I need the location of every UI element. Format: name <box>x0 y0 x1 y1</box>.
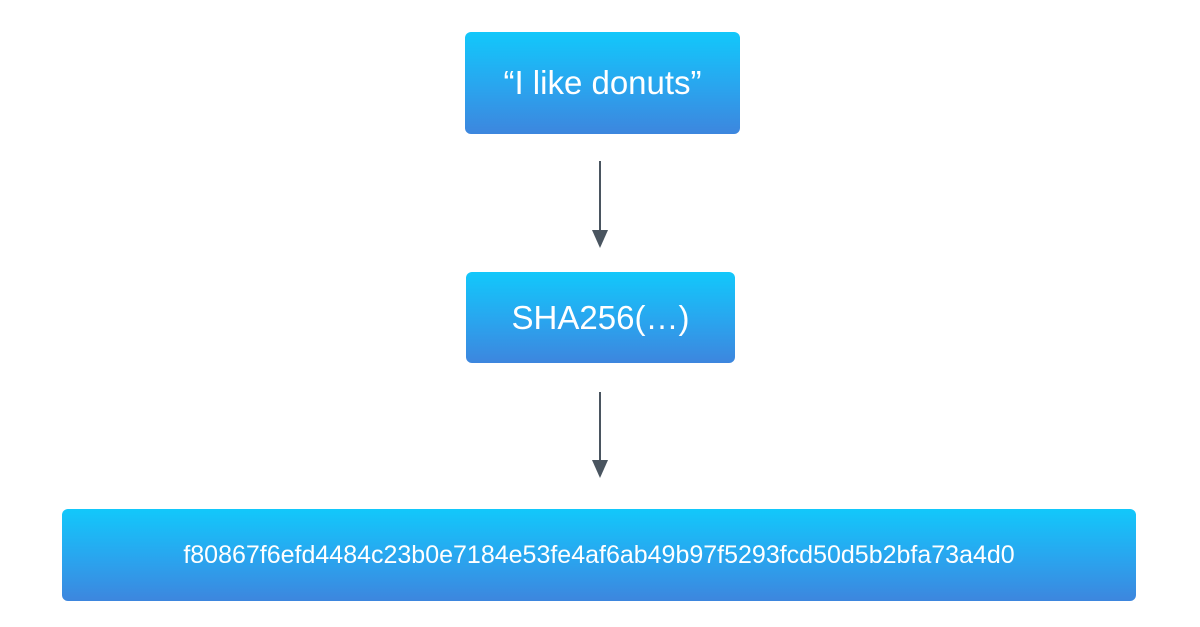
hash-function-box: SHA256(…) <box>466 272 735 363</box>
input-text-box: “I like donuts” <box>465 32 740 134</box>
down-arrow-icon <box>592 392 608 478</box>
input-text-label: “I like donuts” <box>503 64 702 101</box>
down-arrow-icon <box>592 161 608 248</box>
hash-function-label: SHA256(…) <box>511 298 690 336</box>
hash-output-box: f80867f6efd4484c23b0e7184e53fe4af6ab49b9… <box>62 509 1136 601</box>
hash-output-label: f80867f6efd4484c23b0e7184e53fe4af6ab49b9… <box>183 540 1015 569</box>
